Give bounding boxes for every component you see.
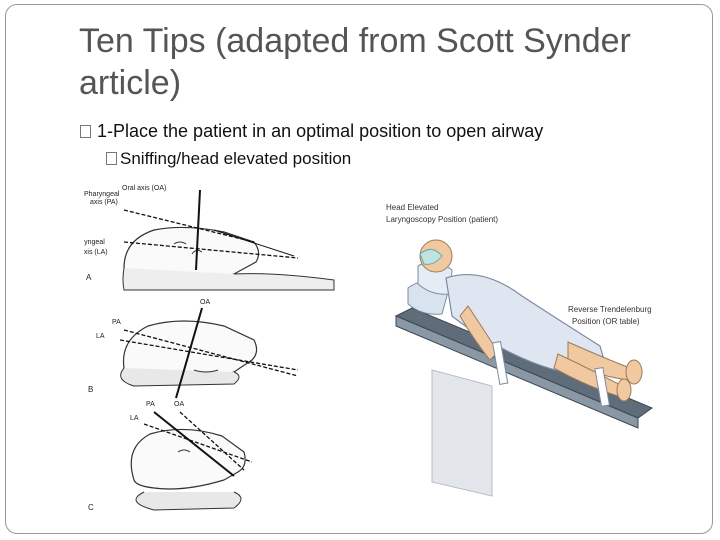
la-label-c: LA [130,415,139,422]
pharyngeal-axis-label-2: axis (PA) [90,199,118,206]
laryngeal-axis-label-1: Laryngeal [84,239,105,246]
panel-b-label: B [88,385,93,394]
panel-a: A Oral axis (OA) Pharyngeal axis (PA) La… [84,185,335,291]
head-elevated-position-illustration: Head Elevated Laryngoscopy Position (pat… [386,203,654,497]
panel-c-label: C [88,503,94,512]
laryngoscopy-position-label: Laryngoscopy Position (patient) [386,215,498,224]
bullet-box-icon [80,125,91,138]
or-table-label: Position (OR table) [572,317,640,326]
oral-axis-label: Oral axis (OA) [122,185,166,192]
table-pedestal [431,369,493,497]
bullet-2-text: Sniffing/head elevated position [120,149,352,168]
oa-label-b: OA [200,299,210,306]
oxygen-mask-icon [419,249,443,265]
pa-label-c: PA [146,401,155,408]
airway-axes-diagram: A Oral axis (OA) Pharyngeal axis (PA) La… [84,185,335,512]
la-label-b: LA [96,333,105,340]
bullet-2: Sniffing/head elevated position [106,148,351,170]
laryngeal-axis-label-2: axis (LA) [84,249,108,256]
bullet-1: 1-Place the patient in an optimal positi… [80,120,543,142]
slide-title: Ten Tips (adapted from Scott Synder arti… [79,22,631,102]
head-elevated-label: Head Elevated [386,203,438,212]
pharyngeal-axis-label-1: Pharyngeal [84,191,120,198]
panel-b: B OA PA LA [88,299,299,399]
table-strap [492,341,509,385]
bullet-1-text: 1-Place the patient in an optimal positi… [97,121,544,141]
reverse-trendelenburg-label: Reverse Trendelenburg [568,305,652,314]
panel-a-label: A [86,273,92,282]
panel-c: C PA OA LA [88,401,253,512]
bullet-box-icon [106,152,117,165]
slide-frame [5,4,713,534]
pa-label-b: PA [112,319,121,326]
oa-label-c: OA [174,401,184,408]
